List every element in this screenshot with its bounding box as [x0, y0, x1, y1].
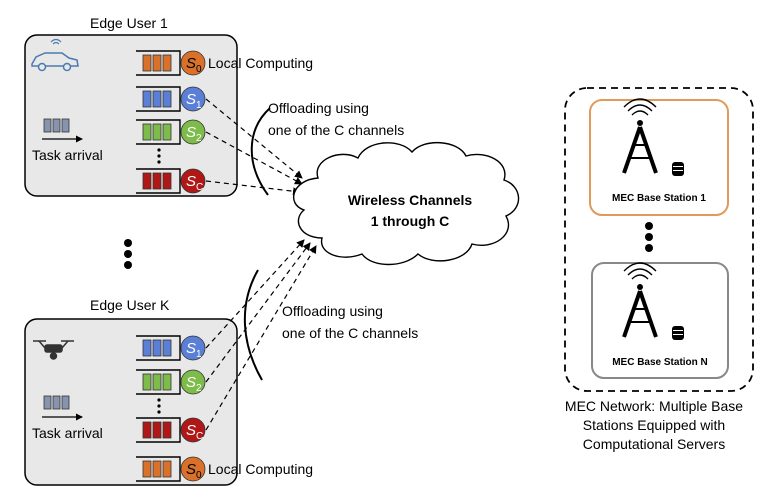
users-ellipsis	[124, 239, 132, 269]
mec-station-n-label: MEC Base Station N	[612, 357, 708, 368]
server-s2	[180, 119, 206, 145]
server-sc	[180, 417, 206, 443]
server-icon	[672, 162, 684, 176]
server-s0	[180, 50, 206, 76]
svg-text:SC: SC	[186, 422, 203, 442]
svg-text:S0: S0	[186, 55, 202, 75]
svg-text:S1: S1	[186, 340, 202, 360]
mec-caption-line2: Stations Equipped with	[583, 417, 725, 433]
svg-text:SC: SC	[186, 173, 203, 193]
channel-queue-s2: S2	[136, 369, 206, 395]
offloading-arrows-user-k	[205, 239, 317, 431]
offloading-arrows-user-1	[205, 98, 303, 196]
ellipsis-dots	[157, 148, 161, 164]
server-s0	[180, 456, 206, 482]
local-computing-label: Local Computing	[208, 55, 313, 71]
edge-user-1-title: Edge User 1	[90, 15, 168, 31]
tower-icon	[622, 98, 658, 174]
server-icon	[672, 326, 684, 340]
local-queue: S0	[136, 456, 206, 482]
offloading-label-1-line2: one of the C channels	[268, 122, 404, 138]
mec-network-boundary	[564, 87, 754, 392]
channel-queue-s1: S1	[136, 335, 206, 361]
mec-station-1-label: MEC Base Station 1	[612, 193, 706, 204]
server-s1	[180, 86, 206, 112]
wireless-channels-cloud: Wireless Channels 1 through C	[293, 141, 520, 266]
ellipsis-dots	[157, 398, 161, 414]
bracket-user-1	[250, 107, 271, 196]
task-arrival-label: Task arrival	[32, 425, 103, 441]
server-s2	[180, 369, 206, 395]
mec-station-n-box	[591, 262, 729, 379]
car-icon	[31, 38, 79, 72]
drone-icon	[33, 340, 74, 360]
task-arrival-icon	[42, 118, 83, 143]
svg-text:S1: S1	[186, 91, 202, 111]
cloud-label-line1: Wireless Channels	[348, 192, 473, 208]
channel-queue-s2: S2	[136, 119, 206, 145]
server-s1	[180, 335, 206, 361]
offloading-label-k-line1: Offloading using	[282, 303, 383, 319]
edge-user-1-box	[24, 34, 238, 197]
edge-user-k-box	[24, 318, 238, 486]
channel-queue-sc: SC	[136, 168, 206, 194]
edge-user-k-title: Edge User K	[90, 297, 170, 313]
channel-queue-s1: S1	[136, 86, 206, 112]
mec-caption-line3: Computational Servers	[583, 436, 725, 452]
task-arrival-icon	[42, 395, 83, 421]
edge-user-k: Edge User K Task arrival S1	[24, 297, 313, 486]
bracket-user-k	[243, 269, 263, 381]
channel-queue-sc: SC	[136, 417, 206, 443]
local-queue: S0	[136, 50, 206, 76]
local-computing-label: Local Computing	[208, 461, 313, 477]
tower-icon	[622, 262, 658, 338]
svg-text:S0: S0	[186, 461, 202, 481]
mec-caption-line1: MEC Network: Multiple Base	[565, 398, 743, 414]
svg-text:S2: S2	[186, 124, 202, 144]
offloading-label-k-line2: one of the C channels	[282, 325, 418, 341]
offloading-label-1-line1: Offloading using	[268, 100, 369, 116]
task-arrival-label: Task arrival	[32, 147, 103, 163]
svg-text:S2: S2	[186, 374, 202, 394]
stations-ellipsis	[645, 222, 653, 252]
mec-network: MEC Base Station 1 MEC Base Station N ME…	[564, 87, 754, 452]
server-sc	[180, 168, 206, 194]
edge-user-1: Edge User 1 Task arrival S0 Local C	[24, 15, 313, 197]
cloud-label-line2: 1 through C	[371, 213, 450, 229]
mec-station-1-box	[589, 99, 729, 216]
